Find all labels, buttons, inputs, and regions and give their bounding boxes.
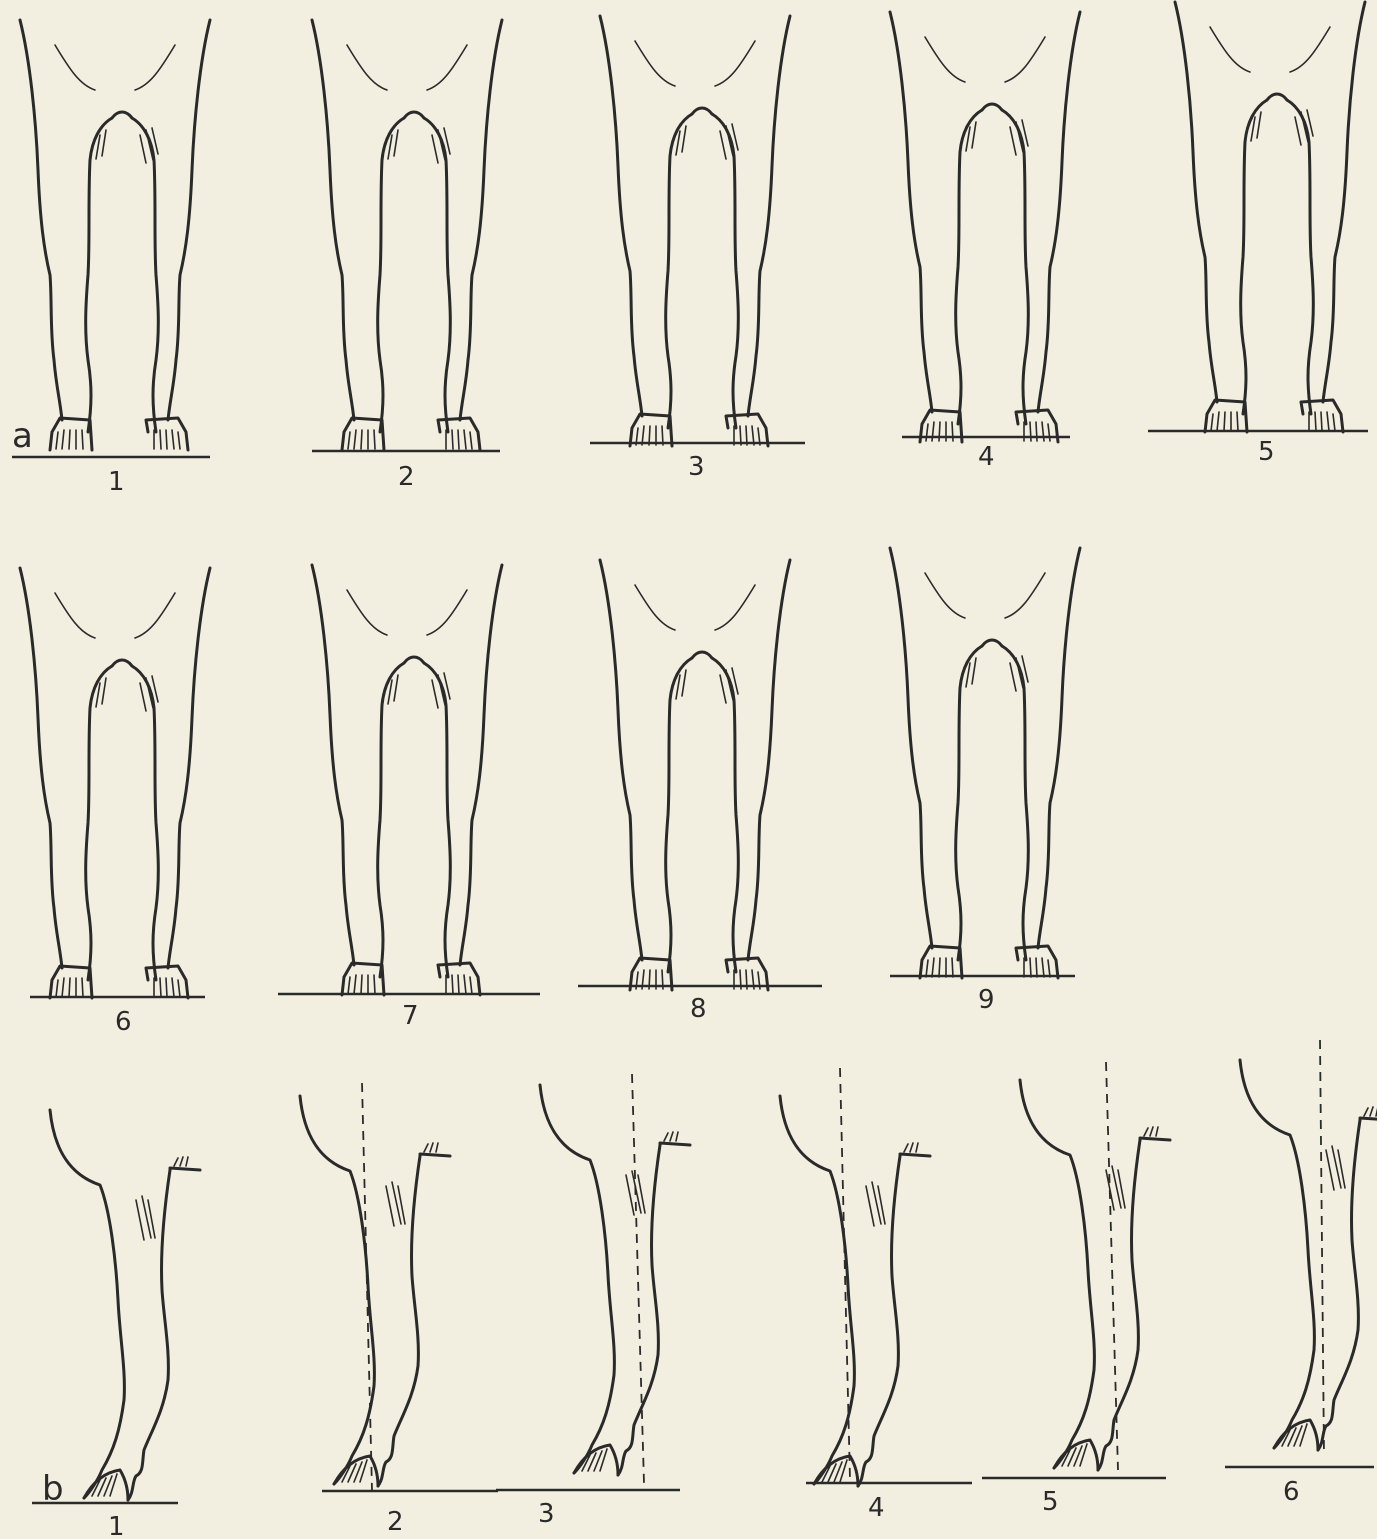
figure-a-3-number: 3: [688, 452, 705, 482]
figure-a-5-number: 5: [1258, 437, 1275, 467]
figure-b-6-number: 6: [1283, 1477, 1300, 1507]
figure-b-2: 2: [300, 1083, 498, 1537]
figure-a-9: 9: [890, 548, 1080, 1015]
figure-a-4-number: 4: [978, 442, 995, 472]
figure-a-9-number: 9: [978, 985, 995, 1015]
figure-a-1: 1: [12, 20, 210, 497]
figure-a-4: 4: [890, 12, 1080, 472]
figure-a-8-number: 8: [690, 994, 707, 1024]
figure-a-2: 2: [312, 20, 502, 492]
figure-b-1-number: 1: [108, 1512, 125, 1539]
figure-b-3-number: 3: [538, 1499, 555, 1529]
figure-a-6: 6: [20, 568, 210, 1037]
figure-a-6-number: 6: [115, 1007, 132, 1037]
figure-b-2-number: 2: [387, 1507, 404, 1537]
figure-b-4-number: 4: [868, 1493, 885, 1523]
figure-a-2-number: 2: [398, 462, 415, 492]
figure-b-3: 3: [496, 1074, 690, 1529]
figure-a-1-number: 1: [108, 467, 125, 497]
figure-b-6: 6: [1225, 1040, 1377, 1507]
figure-b-5: 5: [982, 1062, 1170, 1517]
figure-a-7-number: 7: [402, 1001, 419, 1031]
figure-a-5: 5: [1148, 2, 1368, 467]
figure-b-5-number: 5: [1042, 1487, 1059, 1517]
section-a-label: a: [12, 416, 33, 456]
figure-a-8: 8: [578, 560, 822, 1024]
figure-b-4: 4: [780, 1068, 972, 1523]
figure-a-7: 7: [278, 565, 540, 1031]
figure-a-3: 3: [590, 16, 805, 482]
